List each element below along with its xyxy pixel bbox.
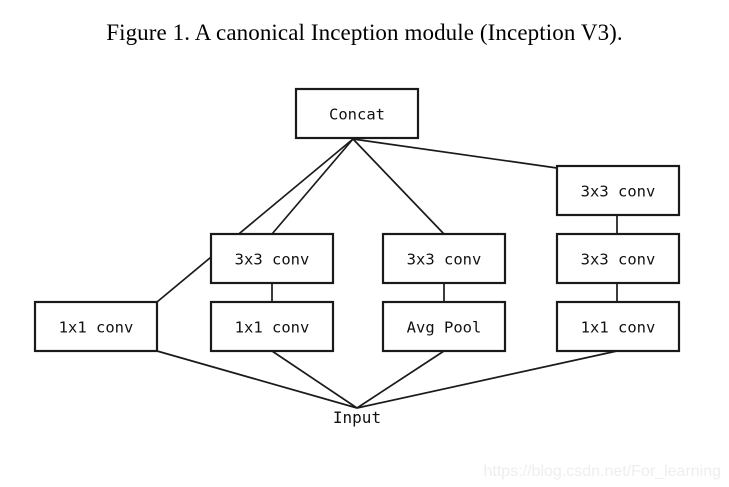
edge-input-to-branch3 [356, 350, 445, 409]
node-branch1-1x1-conv-label: 1x1 conv [59, 319, 134, 337]
edges-vertical [271, 215, 618, 302]
node-branch2-3x3-conv-label: 3x3 conv [235, 251, 310, 269]
node-branch2-1x1-conv-box[interactable] [209, 300, 335, 353]
node-branch2-1x1-conv-label: 1x1 conv [235, 319, 310, 337]
node-branch4-3x3-conv-mid-label: 3x3 conv [581, 251, 656, 269]
node-branch1-1x1-conv-box[interactable] [33, 300, 159, 353]
node-branch4-1x1-conv[interactable]: 1x1 conv [555, 300, 681, 353]
node-branch3-avg-pool-label: Avg Pool [407, 319, 482, 337]
edges-input-layer [156, 350, 618, 409]
node-branch4-1x1-conv-label: 1x1 conv [581, 319, 656, 337]
source-watermark: https://blog.csdn.net/For_learning [483, 463, 721, 480]
node-branch2-3x3-conv-box[interactable] [209, 232, 335, 285]
node-branch2-3x3-conv[interactable]: 3x3 conv [209, 232, 335, 285]
node-branch3-3x3-conv[interactable]: 3x3 conv [381, 232, 507, 285]
node-concat-label: Concat [329, 106, 385, 124]
node-branch1-1x1-conv[interactable]: 1x1 conv [33, 300, 159, 353]
edge-branch2-to-concat [271, 138, 354, 235]
node-branch3-3x3-conv-label: 3x3 conv [407, 251, 482, 269]
node-branch2-1x1-conv[interactable]: 1x1 conv [209, 300, 335, 353]
edge-input-to-branch4 [356, 350, 618, 409]
node-branch4-3x3-conv-top-box[interactable] [555, 164, 681, 217]
edge-input-to-branch2 [271, 350, 358, 409]
edge-input-to-branch1 [156, 350, 358, 409]
node-branch3-avg-pool[interactable]: Avg Pool [381, 300, 507, 353]
node-branch4-3x3-conv-top[interactable]: 3x3 conv [555, 164, 681, 217]
edge-branch1-to-concat [156, 138, 354, 303]
node-concat[interactable]: Concat [294, 87, 420, 140]
node-branch4-1x1-conv-box[interactable] [555, 300, 681, 353]
edge-branch4-to-concat [352, 138, 558, 169]
figure-caption: Figure 1. A canonical Inception module (… [106, 20, 623, 45]
node-input-label: Input [333, 408, 381, 427]
node-branch4-3x3-conv-top-label: 3x3 conv [581, 183, 656, 201]
node-branch3-3x3-conv-box[interactable] [381, 232, 507, 285]
node-branch4-3x3-conv-mid[interactable]: 3x3 conv [555, 232, 681, 285]
edges-to-concat [156, 138, 558, 303]
node-concat-box[interactable] [294, 87, 420, 140]
node-branch3-avg-pool-box[interactable] [381, 300, 507, 353]
edge-branch3-to-concat [352, 138, 445, 235]
node-branch4-3x3-conv-mid-box[interactable] [555, 232, 681, 285]
